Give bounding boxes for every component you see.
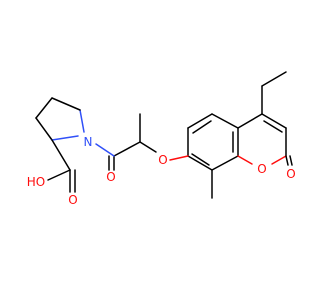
lactone-carbonyl — [285, 155, 293, 166]
atom-label-o-lactone-carbonyl: O — [286, 167, 295, 181]
pyrrolidine-ring — [35, 97, 85, 141]
benzene-ring — [187, 113, 239, 171]
ethyl-group — [261, 71, 287, 115]
atom-label-o-acid-carbonyl: O — [68, 193, 77, 207]
background — [0, 0, 300, 300]
ether-linkage — [139, 141, 189, 161]
carboxylic-acid — [47, 139, 76, 193]
molecule-structure: N O O O O O HO — [0, 0, 300, 300]
pyranone-ring — [237, 113, 287, 165]
atom-label-o-ring: O — [257, 162, 266, 176]
atom-label-o-ether: O — [158, 153, 167, 167]
propanoyl-chain — [95, 113, 141, 171]
atom-label-n1: N — [84, 135, 93, 149]
atom-label-oh-acid: HO — [27, 175, 45, 189]
atom-label-o-amide: O — [106, 170, 115, 184]
